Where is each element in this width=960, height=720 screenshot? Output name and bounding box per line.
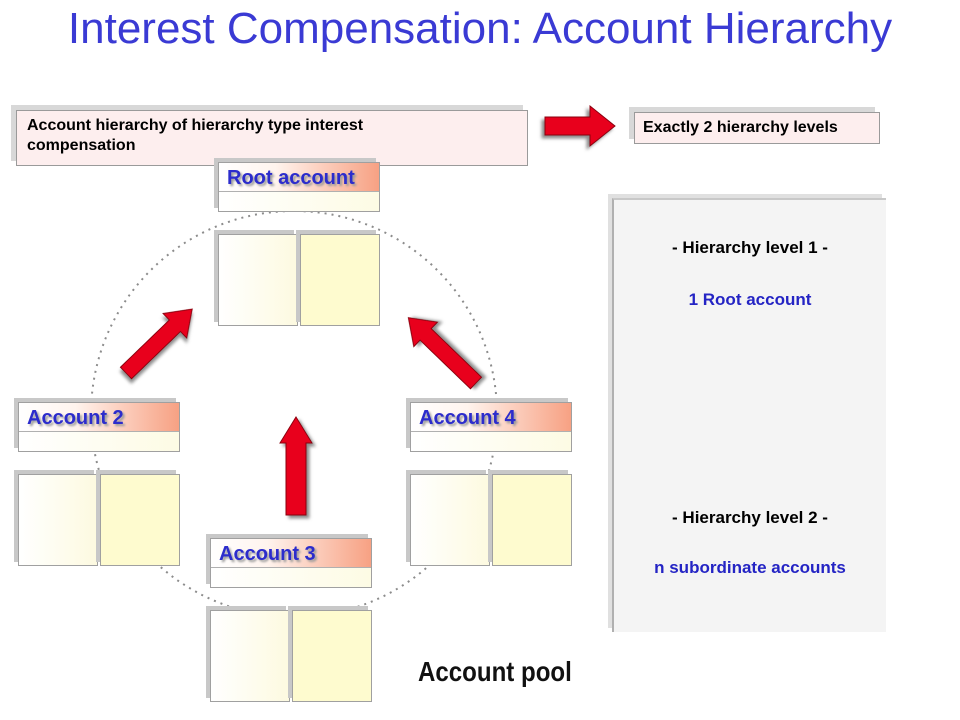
- account-4-card: Account 4: [406, 398, 572, 566]
- hierarchy-levels-text: Exactly 2 hierarchy levels: [643, 119, 838, 136]
- account-3-cell-left: [210, 610, 290, 702]
- root-account-cell-right: [300, 234, 380, 326]
- root-account-header: Root account: [218, 162, 380, 212]
- arrow-account2-to-root-icon: [119, 308, 193, 380]
- root-account-cell-left: [218, 234, 298, 326]
- arrow-account4-to-root-icon: [407, 317, 483, 390]
- account-4-cell-left: [410, 474, 490, 566]
- account-4-label: Account 4: [419, 407, 516, 429]
- root-account-label: Root account: [227, 167, 355, 189]
- account-2-cell-right: [100, 474, 180, 566]
- hierarchy-type-line2: compensation: [27, 137, 136, 154]
- hierarchy-type-line1: Account hierarchy of hierarchy type inte…: [27, 117, 364, 134]
- level2-heading: - Hierarchy level 2 -: [672, 508, 828, 527]
- account-3-card: Account 3: [206, 534, 372, 702]
- right-arrow-icon: [544, 104, 616, 148]
- account-2-label: Account 2: [27, 407, 124, 429]
- hierarchy-type-box: Account hierarchy of hierarchy type inte…: [16, 110, 528, 166]
- level1-heading: - Hierarchy level 1 -: [672, 238, 828, 257]
- account-3-header: Account 3: [210, 538, 372, 588]
- hierarchy-levels-box: Exactly 2 hierarchy levels: [634, 112, 880, 144]
- account-3-label: Account 3: [219, 543, 316, 565]
- account-4-header: Account 4: [410, 402, 572, 452]
- account-3-cell-right: [292, 610, 372, 702]
- hierarchy-levels-panel: - Hierarchy level 1 - 1 Root account - H…: [612, 198, 886, 632]
- level2-text: n subordinate accounts: [654, 558, 846, 577]
- page-title: Interest Compensation: Account Hierarchy: [67, 4, 893, 53]
- arrow-account3-to-root-icon: [279, 416, 313, 516]
- root-account-card: Root account: [214, 158, 380, 326]
- account-pool-label: Account pool: [418, 656, 572, 687]
- account-2-card: Account 2: [14, 398, 180, 566]
- account-4-cell-right: [492, 474, 572, 566]
- level1-text: 1 Root account: [688, 290, 812, 309]
- account-2-cell-left: [18, 474, 98, 566]
- account-2-header: Account 2: [18, 402, 180, 452]
